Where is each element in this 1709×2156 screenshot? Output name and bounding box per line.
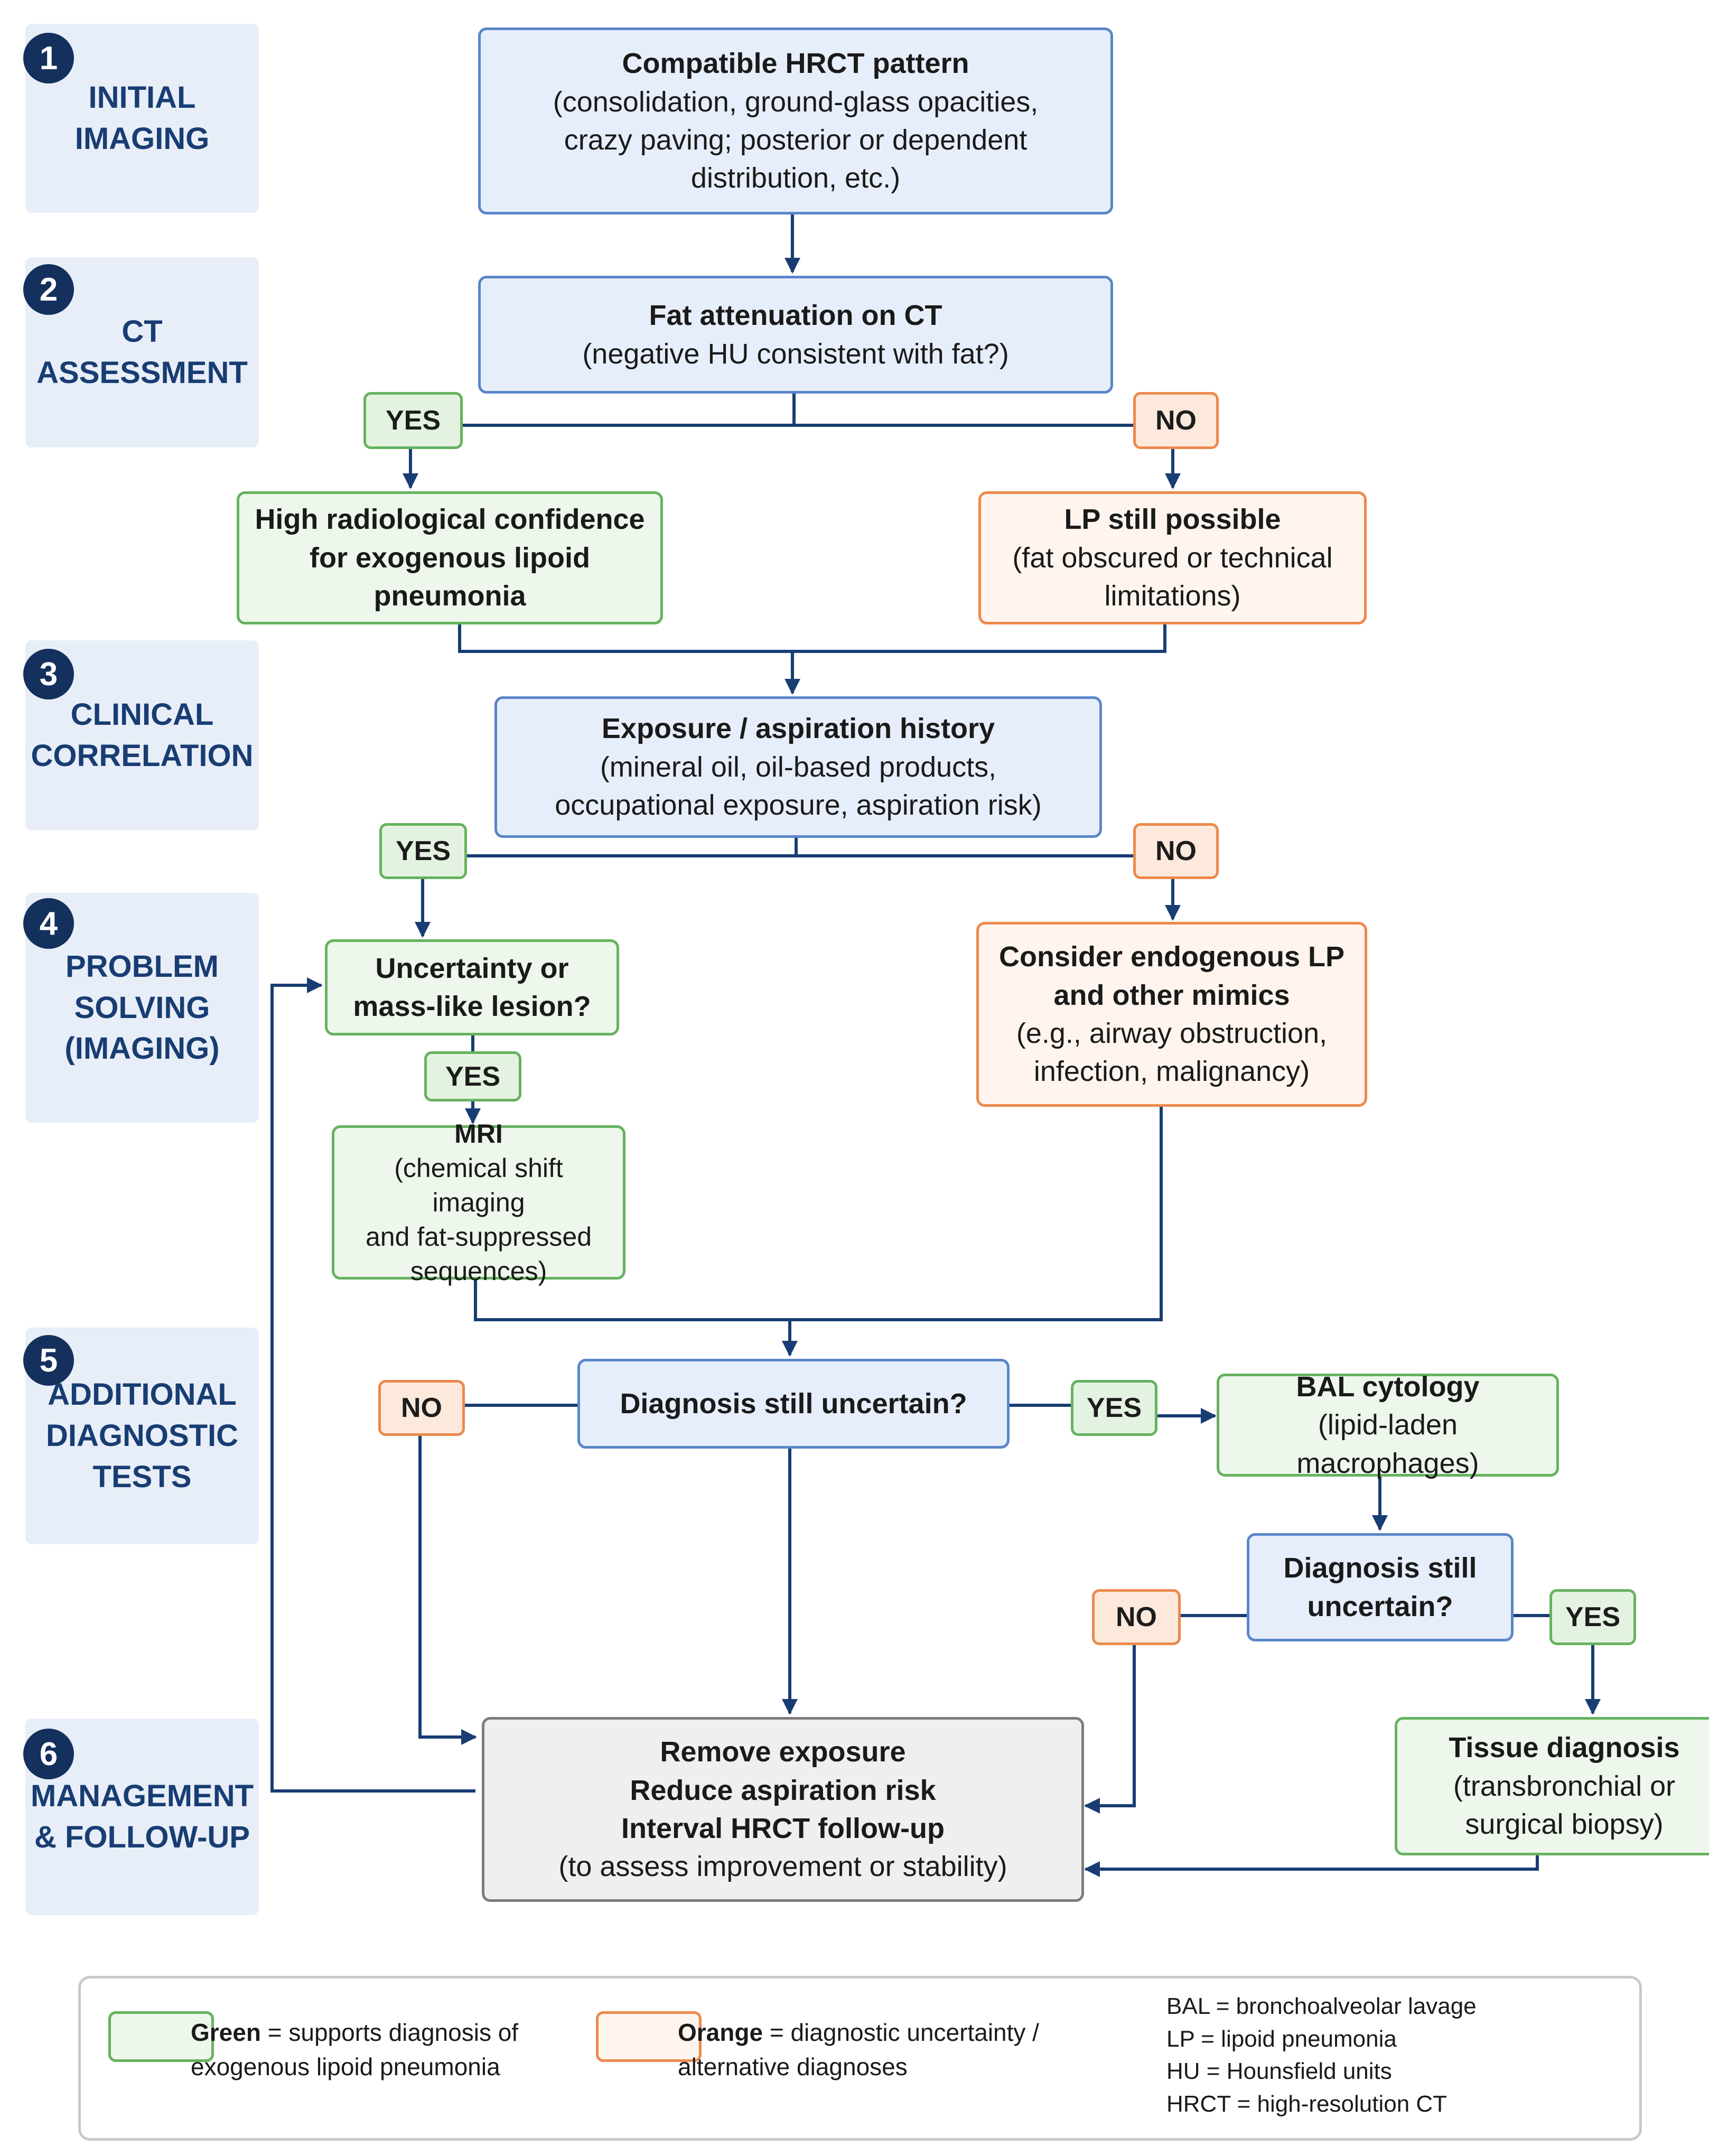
stage-number-badge: 6 [23, 1729, 74, 1779]
abbreviation-hrct: HRCT = high-resolution CT [1166, 2090, 1447, 2117]
yes-tag: YES [1071, 1380, 1157, 1436]
yes-tag: YES [424, 1051, 521, 1102]
node-management-follow-up: Remove exposure Reduce aspiration risk I… [482, 1717, 1084, 1902]
legend-green-desc: = supports diagnosis of [260, 2019, 519, 2046]
abbreviation-hu: HU = Hounsfield units [1166, 2058, 1392, 2085]
arrow-tissue-to-manage [1084, 1854, 1539, 1877]
stage-label: CT ASSESSMENT [36, 314, 248, 390]
node-title: Diagnosis still uncertain? [620, 1387, 967, 1420]
stage-label: INITIAL IMAGING [74, 80, 210, 156]
node-diagnosis-still-uncertain-2: Diagnosis still uncertain? [1247, 1533, 1514, 1641]
stage-number-badge: 2 [23, 264, 74, 315]
node-title: and other mimics [1053, 979, 1290, 1011]
node-title: High radiological confidence [255, 503, 645, 536]
node-exposure-aspiration-history: Exposure / aspiration history (mineral o… [494, 696, 1102, 838]
legend-abbreviations: BAL = bronchoalveolar lavage LP = lipoid… [1166, 1990, 1477, 2120]
node-title: Fat attenuation on CT [649, 300, 942, 332]
node-detail: (to assess improvement or stability) [558, 1851, 1007, 1883]
no-tag: NO [378, 1380, 465, 1436]
legend: Green = supports diagnosis of exogenous … [78, 1976, 1642, 2141]
stage-label: PROBLEM SOLVING (IMAGING) [64, 949, 220, 1066]
node-detail: infection, malignancy) [1033, 1056, 1310, 1088]
node-title: pneumonia [373, 580, 526, 612]
node-detail: distribution, etc.) [690, 162, 901, 194]
node-mri: MRI (chemical shift imaging and fat-supp… [332, 1119, 625, 1286]
line-merge-stage2 [458, 623, 1166, 653]
stage-number-badge: 1 [23, 33, 74, 83]
node-title: Interval HRCT follow-up [621, 1813, 945, 1844]
node-title: Remove exposure [660, 1736, 906, 1768]
no-tag: NO [1092, 1589, 1181, 1645]
node-title: Diagnosis still [1283, 1552, 1477, 1584]
legend-swatch-green [108, 2011, 214, 2062]
node-diagnosis-still-uncertain: Diagnosis still uncertain? [577, 1359, 1010, 1449]
node-detail: (fat obscured or technical [1012, 542, 1333, 574]
node-title: Exposure / aspiration history [601, 713, 995, 745]
node-title: MRI [454, 1118, 503, 1149]
node-detail: and fat-suppressed [365, 1221, 592, 1252]
stage-number-badge: 5 [23, 1335, 74, 1386]
node-detail: (chemical shift imaging [394, 1153, 563, 1217]
node-title: Compatible HRCT pattern [622, 48, 969, 80]
stage-number-badge: 4 [23, 898, 74, 949]
node-compatible-hrct-pattern: Compatible HRCT pattern (consolidation, … [478, 27, 1113, 214]
legend-orange-desc-2: alternative diagnoses [678, 2053, 908, 2081]
stage-label: MANAGEMENT & FOLLOW-UP [30, 1779, 254, 1854]
node-title: Consider endogenous LP [998, 941, 1345, 973]
node-detail: limitations) [1104, 580, 1241, 612]
stage-label: CLINICAL CORRELATION [31, 697, 254, 773]
node-detail: sequences) [410, 1256, 547, 1286]
node-title: for exogenous lipoid [309, 542, 590, 574]
node-detail: surgical biopsy) [1465, 1808, 1664, 1841]
node-uncertainty-mass-like-lesion: Uncertainty or mass-like lesion? [325, 939, 619, 1035]
line-merge-stage4 [474, 1107, 1163, 1321]
yes-tag: YES [363, 392, 463, 449]
stage-label: ADDITIONAL DIAGNOSTIC TESTS [45, 1377, 239, 1494]
node-detail: (e.g., airway obstruction, [1016, 1018, 1328, 1049]
node-title: uncertain? [1307, 1590, 1453, 1622]
arrow-no-to-manage [418, 1426, 477, 1745]
node-title: Reduce aspiration risk [630, 1774, 936, 1806]
legend-green-desc-2: exogenous lipoid pneumonia [191, 2053, 500, 2081]
arrow-no2-to-manage [1084, 1644, 1136, 1814]
legend-orange-text: Orange = diagnostic uncertainty / altern… [678, 2015, 1039, 2085]
node-fat-attenuation: Fat attenuation on CT (negative HU consi… [478, 276, 1113, 394]
no-tag: NO [1133, 823, 1219, 879]
node-lp-still-possible: LP still possible (fat obscured or techn… [978, 491, 1367, 624]
stage-number-badge: 3 [23, 649, 74, 699]
legend-swatch-orange [596, 2011, 702, 2062]
node-detail: (lipid-laden macrophages) [1296, 1409, 1479, 1479]
node-title: LP still possible [1064, 503, 1281, 536]
node-detail: (consolidation, ground-glass opacities, [553, 86, 1039, 118]
node-title: BAL cytology [1296, 1370, 1480, 1403]
node-detail: (transbronchial or [1453, 1770, 1676, 1802]
no-tag: NO [1133, 392, 1219, 449]
node-detail: (mineral oil, oil-based products, [600, 751, 997, 783]
node-title: Uncertainty or [375, 952, 569, 984]
legend-orange-key: Orange [678, 2019, 763, 2046]
abbreviation-lp: LP = lipoid pneumonia [1166, 2026, 1397, 2052]
yes-tag: YES [1549, 1589, 1636, 1645]
node-title: mass-like lesion? [353, 991, 591, 1022]
legend-green-text: Green = supports diagnosis of exogenous … [191, 2015, 518, 2085]
node-tissue-diagnosis: Tissue diagnosis (transbronchial or surg… [1395, 1717, 1709, 1855]
abbreviation-bal: BAL = bronchoalveolar lavage [1166, 1993, 1477, 2019]
node-detail: occupational exposure, aspiration risk) [555, 789, 1042, 822]
node-high-radiological-confidence: High radiological confidence for exogeno… [237, 491, 663, 624]
legend-green-key: Green [191, 2019, 261, 2046]
node-consider-endogenous-lp: Consider endogenous LP and other mimics … [976, 922, 1367, 1107]
legend-orange-desc: = diagnostic uncertainty / [763, 2019, 1039, 2046]
loop-back-arrow [270, 977, 475, 1793]
yes-tag: YES [379, 823, 467, 879]
node-detail: crazy paving; posterior or dependent [564, 124, 1028, 156]
stage-panel-ct-assessment: CT ASSESSMENT [25, 257, 259, 447]
node-title: Tissue diagnosis [1449, 1732, 1680, 1764]
node-bal-cytology: BAL cytology (lipid-laden macrophages) [1217, 1371, 1559, 1479]
node-detail: (negative HU consistent with fat?) [582, 338, 1009, 370]
